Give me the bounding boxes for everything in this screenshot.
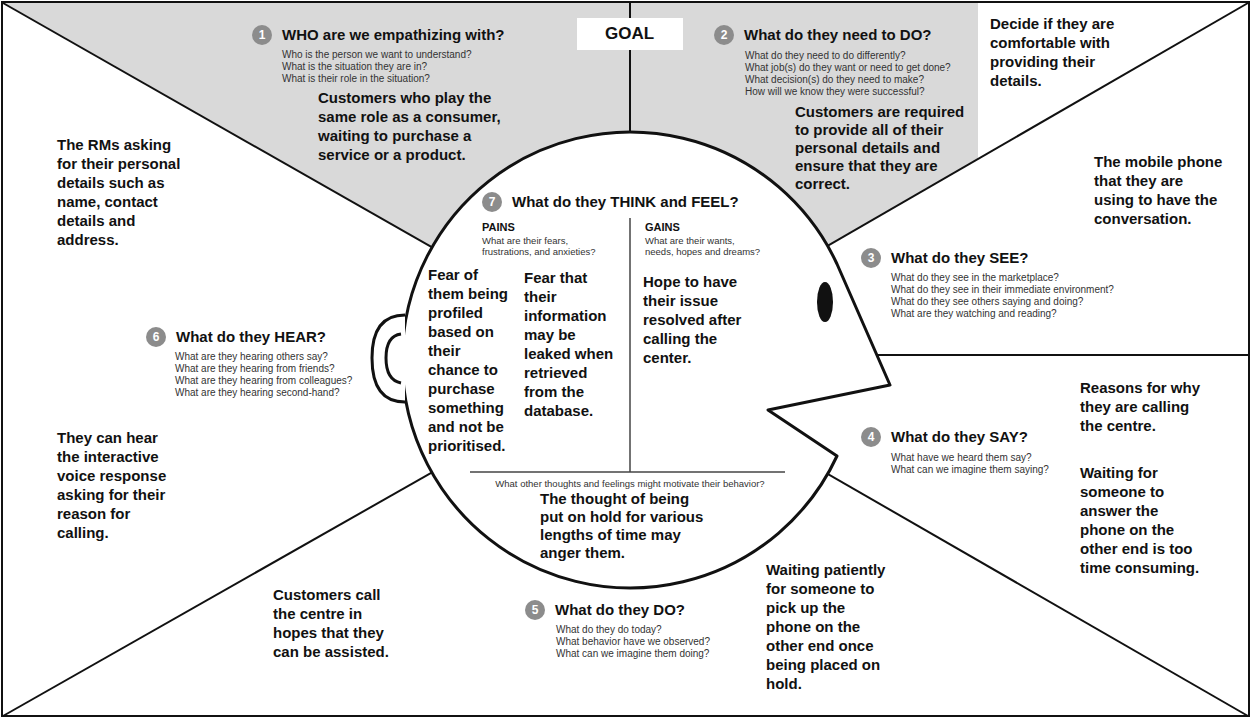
prompt-question: What other thoughts and feelings might m… (470, 478, 790, 489)
section-heading: What do they HEAR? (176, 328, 326, 346)
pains-heading: PAINS (482, 221, 515, 234)
divider-line (629, 218, 631, 472)
section-heading: What do they DO? (555, 601, 685, 619)
divider-line (470, 471, 785, 473)
answer-note: The RMs asking for their personal detail… (57, 135, 192, 249)
answer-note: Customers are required to provide all of… (795, 103, 975, 193)
answer-note: The thought of being put on hold for var… (540, 490, 715, 562)
section-heading: What do they need to DO? (744, 26, 932, 44)
answer-note: Waiting patiently for someone to pick up… (766, 560, 891, 693)
prompt-question: How will we know they were successful? (745, 86, 925, 98)
divider-line (872, 354, 1249, 356)
prompt-question: What are they hearing others say? (175, 351, 328, 363)
prompt-question: What decision(s) do they need to make? (745, 74, 924, 86)
callout-number: 3 (861, 248, 881, 268)
answer-note: Decide if they are comfortable with prov… (990, 14, 1125, 90)
eye-symbol (817, 282, 833, 322)
badge-circle (525, 600, 545, 620)
prompt-question: What is the situation they are in? (282, 61, 427, 73)
badge-circle (482, 192, 502, 212)
callout-number: 4 (861, 427, 881, 447)
answer-note: They can hear the interactive voice resp… (57, 428, 179, 542)
answer-note: Fear of them being profiled based on the… (428, 265, 513, 455)
section-heading: WHO are we empathizing with? (282, 26, 505, 44)
prompt-question: What do they do today? (556, 624, 662, 636)
answer-note: Reasons for why they are calling the cen… (1080, 378, 1208, 435)
callout-number: 6 (146, 327, 166, 347)
prompt-question: What are they watching and reading? (891, 308, 1057, 320)
prompt-question: What do they need to do differently? (745, 50, 905, 62)
badge-circle (146, 327, 166, 347)
prompt-question: What do they see in the marketplace? (891, 272, 1059, 284)
callout-badge: 6 (146, 327, 166, 347)
answer-note: Customers who play the same role as a co… (318, 88, 513, 164)
answer-note: Customers call the centre in hopes that … (273, 585, 403, 661)
callout-badge: 7 (482, 192, 502, 212)
callout-badge: 1 (252, 25, 272, 45)
prompt-question: What is their role in the situation? (282, 73, 430, 85)
prompt-question: What are their wants, needs, hopes and d… (645, 235, 763, 257)
prompt-question: What are they hearing second-hand? (175, 387, 340, 399)
badge-circle (861, 427, 881, 447)
prompt-question: What can we imagine them doing? (556, 648, 709, 660)
section-heading: What do they THINK and FEEL? (512, 193, 739, 211)
prompt-question: What are they hearing from friends? (175, 363, 335, 375)
badge-circle (714, 25, 734, 45)
badge-circle (252, 25, 272, 45)
answer-note: Hope to have their issue resolved after … (643, 272, 761, 367)
head-circle: What do they THINK and FEEL?PAINSWhat ar… (368, 128, 898, 592)
callout-badge: 3 (861, 248, 881, 268)
callout-badge: 4 (861, 427, 881, 447)
answer-note: The mobile phone that they are using to … (1094, 152, 1224, 228)
prompt-question: What do they see others saying and doing… (891, 296, 1083, 308)
section-heading: What do they SAY? (891, 428, 1028, 446)
prompt-question: What job(s) do they want or need to get … (745, 62, 951, 74)
callout-badge: 5 (525, 600, 545, 620)
callout-number: 5 (525, 600, 545, 620)
prompt-question: What behavior have we observed? (556, 636, 710, 648)
callout-number: 2 (714, 25, 734, 45)
callout-badge: 2 (714, 25, 734, 45)
goal-label: GOAL (605, 24, 654, 44)
ear-symbol (372, 315, 405, 402)
prompt-question: What have we heard them say? (891, 452, 1032, 464)
badge-circle (861, 248, 881, 268)
goal-box: GOAL (577, 18, 683, 50)
prompt-question: What are their fears, frustrations, and … (482, 235, 602, 257)
gains-heading: GAINS (645, 221, 680, 234)
ear-symbol (386, 334, 401, 383)
prompt-question: Who is the person we want to understand? (282, 49, 472, 61)
prompt-question: What do they see in their immediate envi… (891, 284, 1114, 296)
callout-number: 7 (482, 192, 502, 212)
head-outline (402, 132, 890, 588)
prompt-question: What can we imagine them saying? (891, 464, 1049, 476)
prompt-question: What are they hearing from colleagues? (175, 375, 352, 387)
callout-number: 1 (252, 25, 272, 45)
section-heading: What do they SEE? (891, 249, 1029, 267)
answer-note: Waiting for someone to answer the phone … (1080, 463, 1205, 577)
answer-note: Fear that their information may be leake… (524, 268, 620, 420)
